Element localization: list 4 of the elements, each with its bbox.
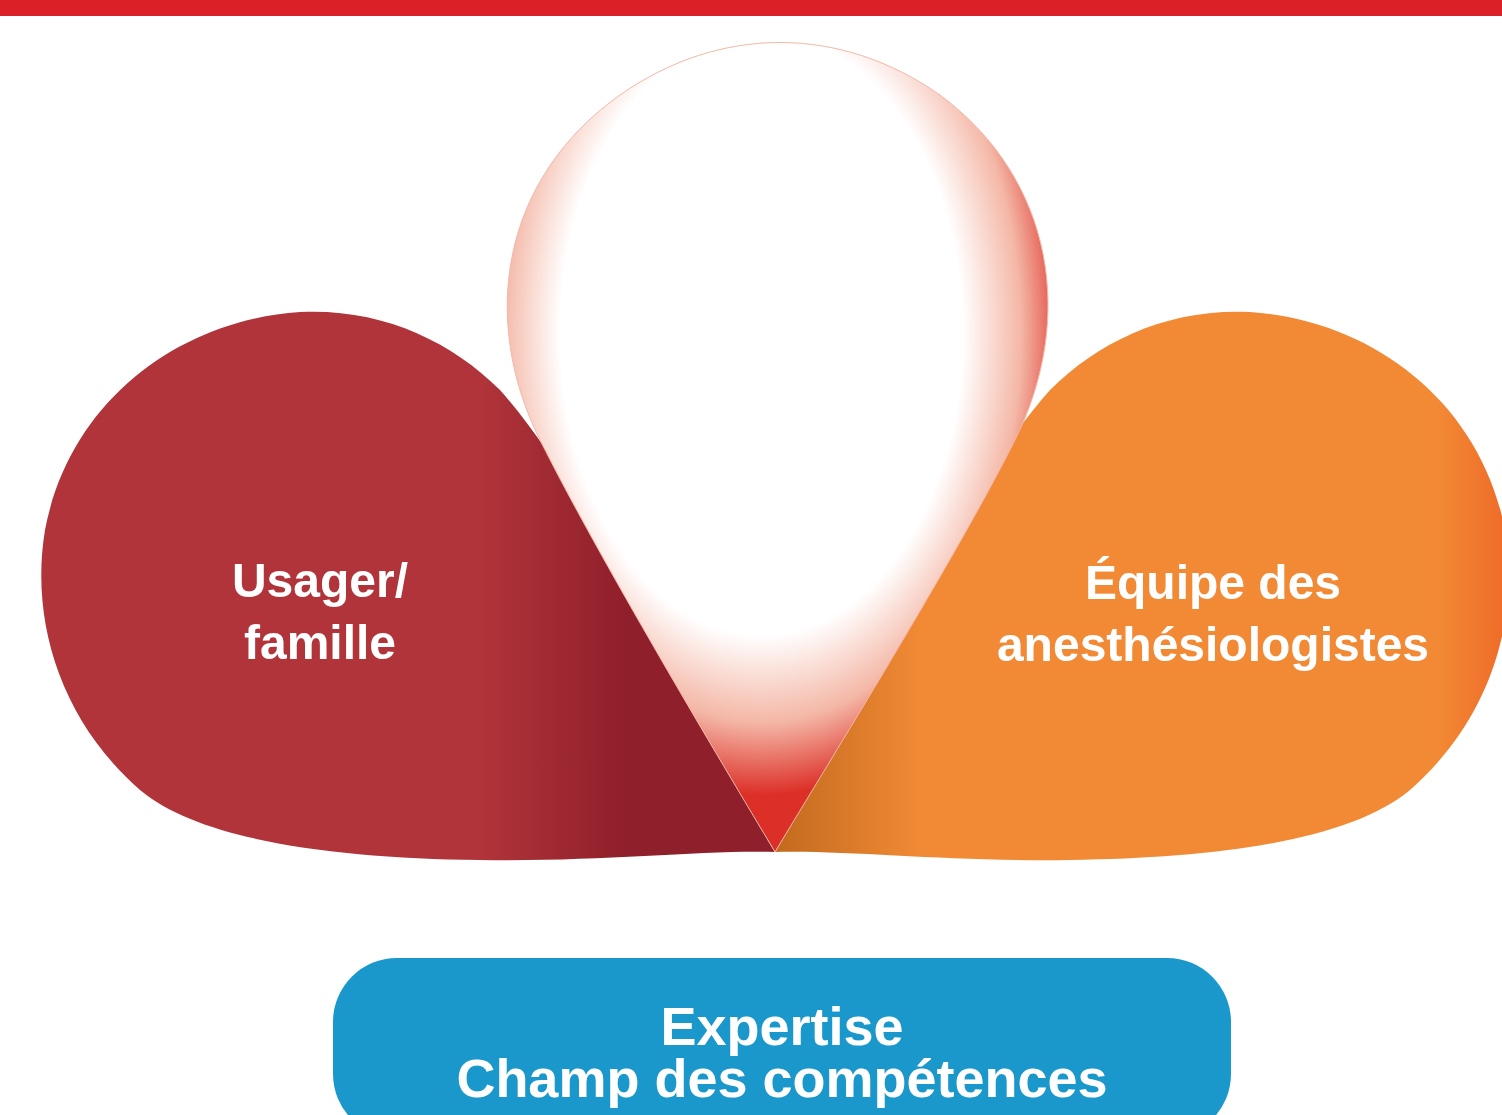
petal-label: Équipe des anesthésiologistes <box>995 555 1431 673</box>
petal-label: Usager/ famille <box>230 553 410 671</box>
top-bar <box>0 0 1502 16</box>
rounded-banner <box>333 958 1231 1115</box>
